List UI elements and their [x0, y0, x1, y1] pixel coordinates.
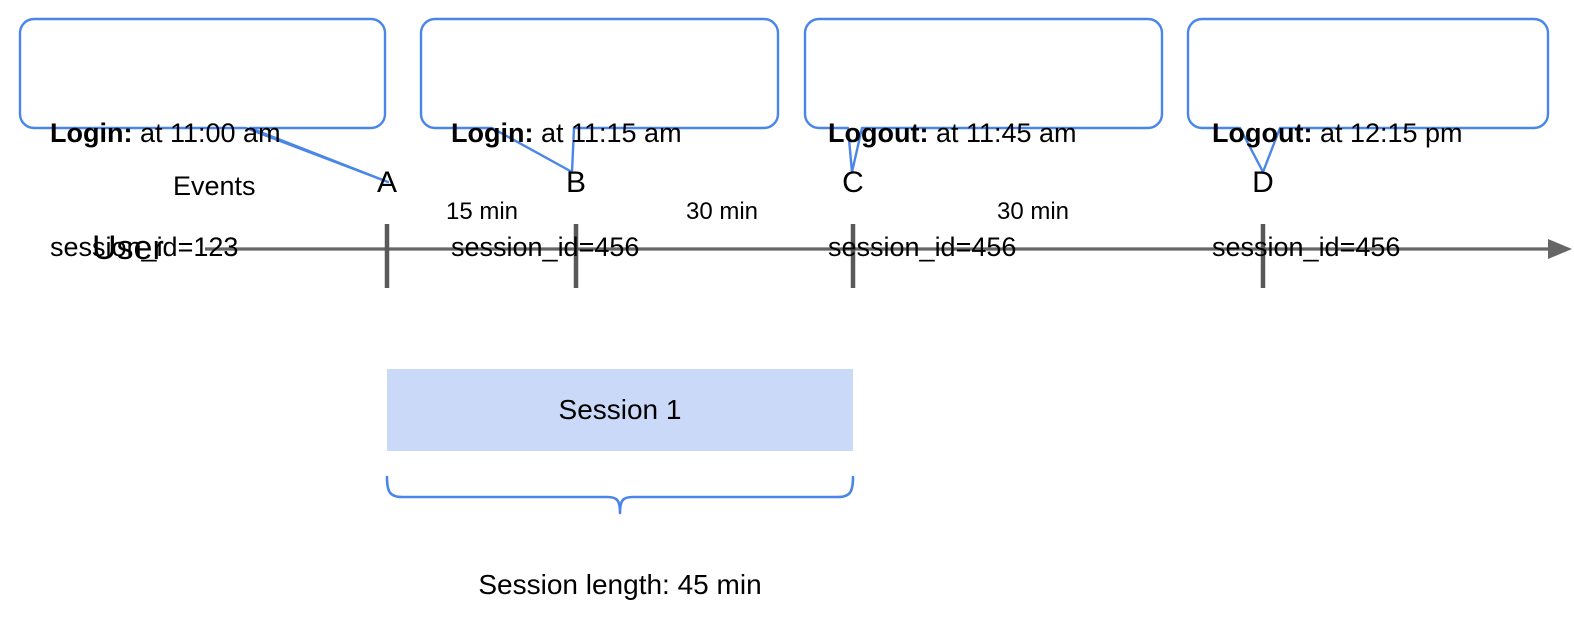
marker-label-a: A	[376, 166, 398, 199]
callout-line2-d: session_id=456	[1212, 232, 1401, 262]
callout-rest-a: at 11:00 am	[132, 118, 281, 148]
session-bar-label: Session 1	[558, 394, 682, 425]
lane-label-events: Events	[173, 171, 256, 201]
callout-lead-a: Login:	[50, 118, 133, 148]
interval-label-bc: 30 min	[685, 198, 759, 225]
callout-line1-c: Logout: at 11:45 am	[828, 114, 1077, 152]
callout-line1-b: Login: at 11:15 am	[451, 114, 682, 152]
callout-rest-c: at 11:45 am	[928, 118, 1077, 148]
callout-lead-b: Login:	[451, 118, 534, 148]
callout-lead-c: Logout:	[828, 118, 929, 148]
callout-lead-d: Logout:	[1212, 118, 1313, 148]
lane-label-user: User	[92, 229, 164, 267]
interval-label-ab: 15 min	[445, 198, 519, 225]
marker-label-d: D	[1252, 166, 1274, 199]
session-length-caption: Session length: 45 min	[478, 569, 762, 600]
callout-rest-b: at 11:15 am	[533, 118, 682, 148]
marker-label-b: B	[565, 166, 587, 199]
callout-text-d: Logout: at 12:15 pm session_id=456	[1212, 38, 1463, 342]
marker-label-c: C	[842, 166, 864, 199]
callout-line2-a: session_id=123	[50, 232, 239, 262]
callout-text-b: Login: at 11:15 am session_id=456	[451, 38, 682, 342]
callout-rest-d: at 12:15 pm	[1312, 118, 1463, 148]
callout-line2-b: session_id=456	[451, 232, 640, 262]
callout-text-c: Logout: at 11:45 am session_id=456	[828, 38, 1077, 342]
session-length-brace	[385, 475, 855, 515]
callout-line1-a: Login: at 11:00 am	[50, 114, 281, 152]
interval-label-cd: 30 min	[996, 198, 1070, 225]
callout-text-a: Login: at 11:00 am session_id=123	[50, 38, 281, 342]
timeline-arrowhead-icon	[1548, 239, 1572, 259]
callout-line2-c: session_id=456	[828, 232, 1017, 262]
session-length-brace-path	[385, 475, 855, 515]
callout-line1-d: Logout: at 12:15 pm	[1212, 114, 1463, 152]
